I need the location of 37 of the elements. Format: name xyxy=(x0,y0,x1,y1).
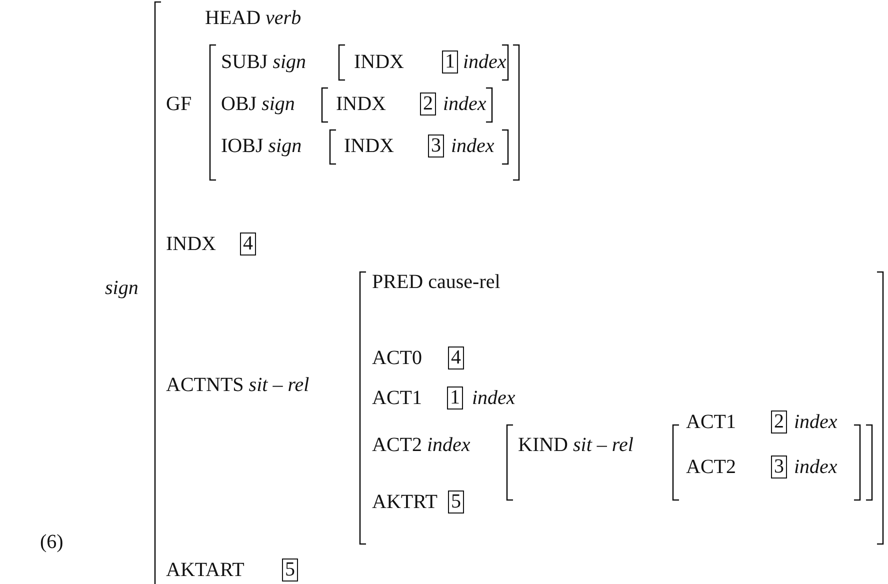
type-label: index xyxy=(794,411,838,433)
feature-label: HEAD verb xyxy=(205,7,302,29)
feature-label: INDX xyxy=(344,135,394,157)
feature-label: ACT2 index xyxy=(372,434,470,456)
feature-label: ACT0 xyxy=(372,347,422,369)
tag-box: 3 xyxy=(428,134,444,158)
tag-box: 1 xyxy=(442,50,458,74)
feature-label: AKTART xyxy=(166,559,244,581)
feature-label: GF xyxy=(166,93,192,115)
tag-box: 4 xyxy=(240,232,256,256)
feature-label: PRED cause-rel xyxy=(372,271,500,293)
feature-label: INDX xyxy=(336,93,386,115)
type-label: index xyxy=(463,51,506,73)
type-label: index xyxy=(451,135,494,157)
tag-box: 1 xyxy=(447,386,463,410)
feature-label: KIND sit – rel xyxy=(518,434,634,456)
type-label: index xyxy=(443,93,486,115)
tag-box: 2 xyxy=(420,92,436,116)
type-label: index xyxy=(794,456,838,478)
type-label: sign xyxy=(105,277,138,299)
tag-box: 4 xyxy=(448,346,464,370)
feature-label: ACT2 xyxy=(686,456,736,478)
feature-label: AKTRT xyxy=(372,491,438,513)
feature-label: IOBJ sign xyxy=(221,135,302,157)
feature-label: ACTNTS sit – rel xyxy=(166,374,310,396)
tag-box: 3 xyxy=(771,456,787,478)
feature-label: INDX xyxy=(166,233,216,255)
tag-box: 2 xyxy=(771,410,787,434)
tag-box: 5 xyxy=(282,558,298,582)
feature-label: ACT1 xyxy=(686,411,736,433)
feature-label: INDX xyxy=(354,51,404,73)
tag-box: 5 xyxy=(448,490,464,514)
type-label: index xyxy=(472,387,516,409)
feature-label: OBJ sign xyxy=(221,93,295,115)
feature-label: ACT1 xyxy=(372,387,422,409)
feature-label: SUBJ sign xyxy=(221,51,306,73)
feature-label: (6) xyxy=(40,531,64,553)
